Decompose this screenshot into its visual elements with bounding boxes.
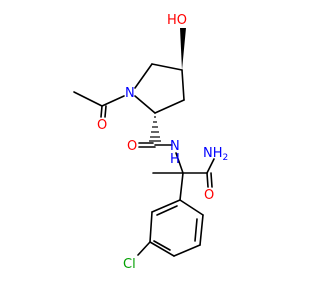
bond-ar-2 bbox=[199, 214, 204, 246]
amide-nitrogen-label: N bbox=[170, 139, 180, 154]
bond-amide2-c-n bbox=[206, 158, 215, 174]
bond-ring-c3-c2 bbox=[154, 99, 185, 114]
bond-ring-n-c5 bbox=[134, 63, 153, 89]
bond-ar-inner-2 bbox=[153, 240, 171, 251]
hydroxyl-label: HO bbox=[167, 13, 187, 28]
bond-ring-c4-c3 bbox=[181, 69, 185, 101]
bond-ar-5 bbox=[149, 211, 153, 243]
bond-ar-6 bbox=[151, 199, 181, 213]
nh2-main: NH bbox=[203, 146, 223, 161]
structure-drawing: HO N O O N H NH2 O Cl bbox=[73, 13, 228, 272]
bond-n-acetyl-c bbox=[101, 95, 125, 107]
bond-amide2-co-1 bbox=[206, 172, 209, 188]
bond-acetyl-methyl bbox=[73, 91, 103, 107]
wedge-bond-hydroxyl bbox=[180, 28, 186, 70]
bond-ring-c5-c4 bbox=[151, 63, 183, 71]
nh2-subscript: 2 bbox=[223, 153, 229, 163]
nh2-label: NH2 bbox=[203, 146, 228, 163]
amide1-oxygen-label: O bbox=[127, 139, 137, 154]
bond-ar-3 bbox=[173, 244, 201, 257]
acetyl-oxygen-label: O bbox=[97, 118, 107, 133]
bond-acetyl-co-1 bbox=[100, 105, 103, 118]
bond-amide2-co-2 bbox=[210, 172, 213, 188]
atom-labels: HO N O O N H NH2 O Cl bbox=[97, 13, 228, 272]
bond-n-cquat bbox=[175, 152, 184, 174]
bond-cquat-phenyl bbox=[179, 172, 184, 201]
bond-ar-inner-1 bbox=[194, 218, 198, 242]
bond-ar-inner-3 bbox=[156, 205, 178, 216]
chlorine-label: Cl bbox=[123, 257, 136, 272]
amide2-oxygen-label: O bbox=[204, 188, 214, 203]
amide-hydrogen-label: H bbox=[170, 152, 180, 167]
hashed-bond-carboxamide bbox=[149, 116, 161, 142]
bond-lines bbox=[73, 28, 215, 257]
bond-ar-cl bbox=[137, 241, 151, 256]
bond-ring-c2-n bbox=[134, 95, 156, 114]
molecule-canvas: HO N O O N H NH2 O Cl bbox=[73, 13, 228, 272]
bond-ar-1 bbox=[179, 199, 204, 216]
bond-acetyl-co-2 bbox=[104, 105, 107, 118]
ring-nitrogen-label: N bbox=[125, 86, 135, 101]
bond-ar-4 bbox=[149, 241, 175, 257]
